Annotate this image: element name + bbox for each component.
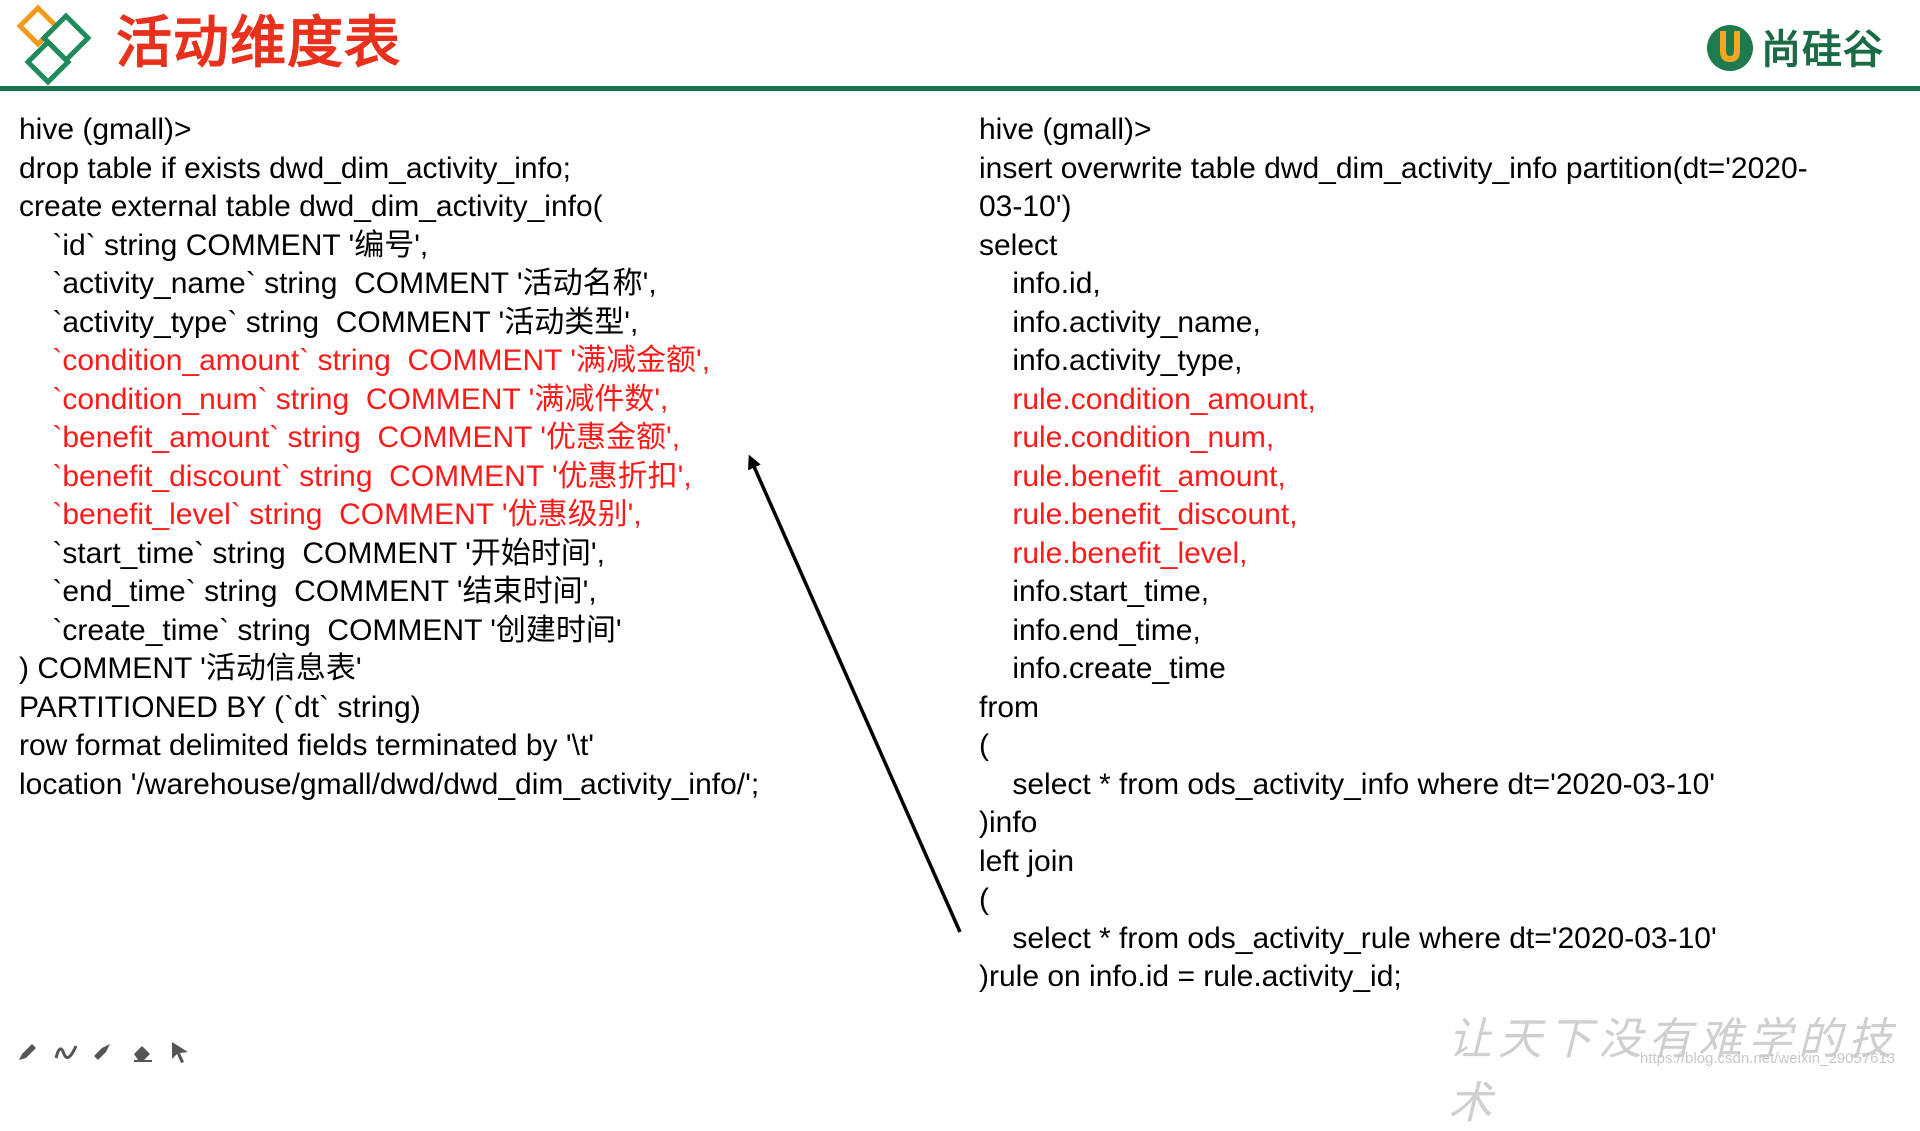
diamond-logo-icon [16,4,92,86]
code-line: info.start_time, [979,575,1210,608]
code-line: select * from ods_activity_rule where dt… [979,921,1717,955]
code-line: select * from ods_activity_info where dt… [979,767,1716,801]
code-line: `activity_type` string COMMENT '活动类型', [19,305,639,339]
code-line: rule.benefit_amount, [979,459,1286,493]
url-watermark: https://blog.csdn.net/weixin_29057613 [1640,1050,1896,1067]
code-line: `benefit_amount` string COMMENT '优惠金额', [19,421,681,454]
header-divider [0,86,1920,91]
code-line: `create_time` string COMMENT '创建时间' [19,613,622,647]
code-line: hive (gmall)> [979,113,1152,146]
code-line: `end_time` string COMMENT '结束时间', [19,575,597,608]
eraser-icon[interactable] [128,1038,156,1066]
code-line: `condition_num` string COMMENT '满减件数', [19,382,669,416]
curve-icon[interactable] [52,1038,80,1066]
code-line: info.id, [979,267,1101,300]
code-line: rule.benefit_discount, [979,498,1298,531]
code-line: drop table if exists dwd_dim_activity_in… [19,151,571,185]
slogan-watermark: 让天下没有难学的技术 [1448,1014,1898,1129]
code-line: )info [979,806,1038,839]
code-line: 03-10') [979,190,1072,223]
code-line: PARTITIONED BY (`dt` string) [19,690,421,724]
pointer-icon[interactable] [166,1038,194,1066]
code-line: `id` string COMMENT '编号', [19,228,429,262]
code-line: rule.condition_num, [979,421,1275,454]
insert-select-code: hive (gmall)> insert overwrite table dwd_… [979,111,1879,997]
presentation-toolbar [14,1038,194,1066]
code-line: row format delimited fields terminated b… [19,729,595,762]
code-line: ) COMMENT '活动信息表' [19,652,362,685]
slide-header: 活动维度表 尚硅谷 [0,0,1920,86]
u-shield-brand-icon [1707,25,1753,71]
brand-logo: 尚硅谷 [1705,18,1884,74]
highlighter-icon[interactable] [90,1038,118,1066]
code-line: info.end_time, [979,613,1201,647]
code-line: create external table dwd_dim_activity_i… [19,190,603,223]
code-line: `activity_name` string COMMENT '活动名称', [19,267,657,300]
code-line: select [979,228,1058,262]
code-line: rule.condition_amount, [979,382,1316,416]
code-line: info.create_time [979,652,1226,685]
code-line: location '/warehouse/gmall/dwd/dwd_dim_a… [19,767,760,801]
page-title: 活动维度表 [116,11,401,76]
code-line: )rule on info.id = rule.activity_id; [979,960,1402,993]
code-line: hive (gmall)> [19,113,192,146]
code-line: ( [979,883,989,916]
code-line: info.activity_type, [979,344,1243,377]
code-line: `condition_amount` string COMMENT '满减金额'… [19,344,711,377]
code-line: rule.benefit_level, [979,536,1248,570]
code-line: insert overwrite table dwd_dim_activity_… [979,151,1808,185]
code-line: `start_time` string COMMENT '开始时间', [19,536,605,570]
create-table-code: hive (gmall)> drop table if exists dwd_di… [19,111,939,804]
code-line: `benefit_discount` string COMMENT '优惠折扣'… [19,459,692,493]
pen-icon[interactable] [14,1038,42,1066]
code-line: info.activity_name, [979,305,1261,339]
code-line: from [979,690,1039,724]
code-line: `benefit_level` string COMMENT '优惠级别', [19,498,642,531]
code-line: ( [979,729,989,762]
code-line: left join [979,844,1075,878]
brand-name: 尚硅谷 [1761,27,1884,73]
